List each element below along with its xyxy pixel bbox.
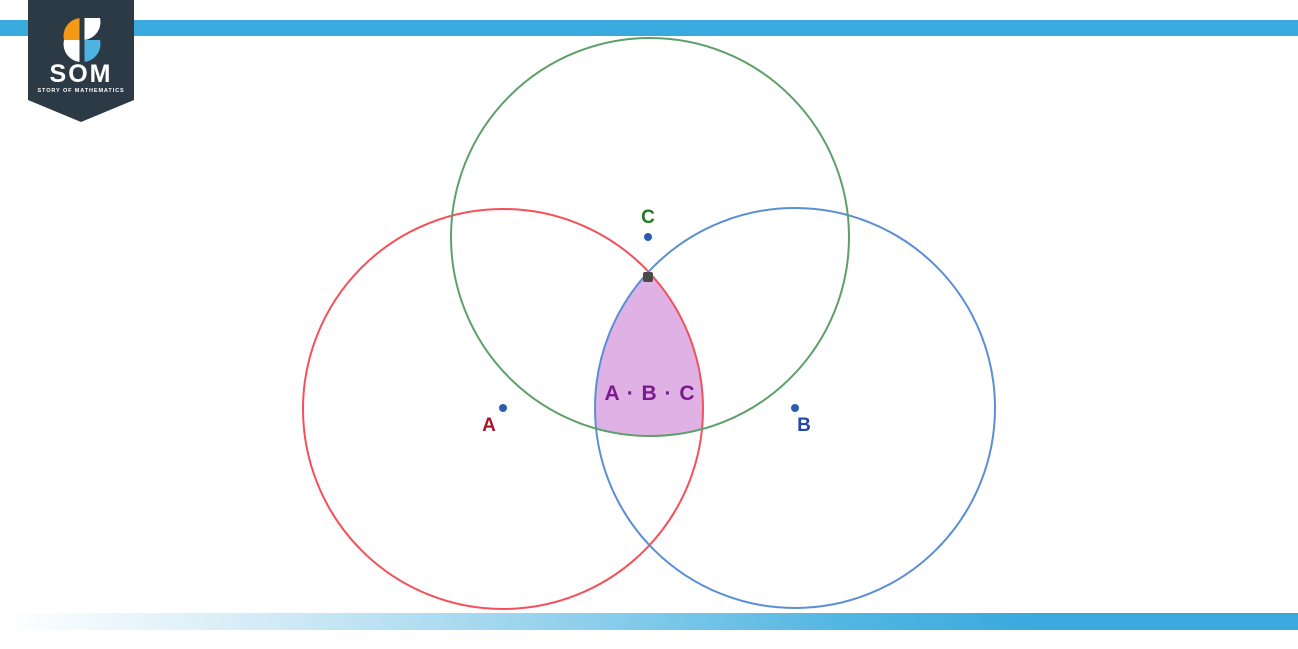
top-accent-bar xyxy=(0,20,1298,36)
bottom-accent-bar xyxy=(0,613,1298,630)
set-a-center-dot xyxy=(499,404,507,412)
top-intersection-point xyxy=(643,272,653,282)
set-a-circle xyxy=(302,208,704,610)
logo-title: SOM xyxy=(49,60,113,88)
set-b-center-dot xyxy=(791,404,799,412)
intersection-label: A · B · C xyxy=(604,382,695,405)
set-b-circle xyxy=(594,207,996,609)
logo-s-mark-icon xyxy=(63,18,101,62)
logo-tagline: STORY OF MATHEMATICS xyxy=(37,88,125,94)
set-b-label: B xyxy=(797,415,811,436)
set-a-label: A xyxy=(482,415,496,436)
som-logo: SOM STORY OF MATHEMATICS xyxy=(28,0,134,122)
set-c-circle xyxy=(450,37,850,437)
set-c-center-dot xyxy=(644,233,652,241)
set-c-label: C xyxy=(641,207,655,228)
